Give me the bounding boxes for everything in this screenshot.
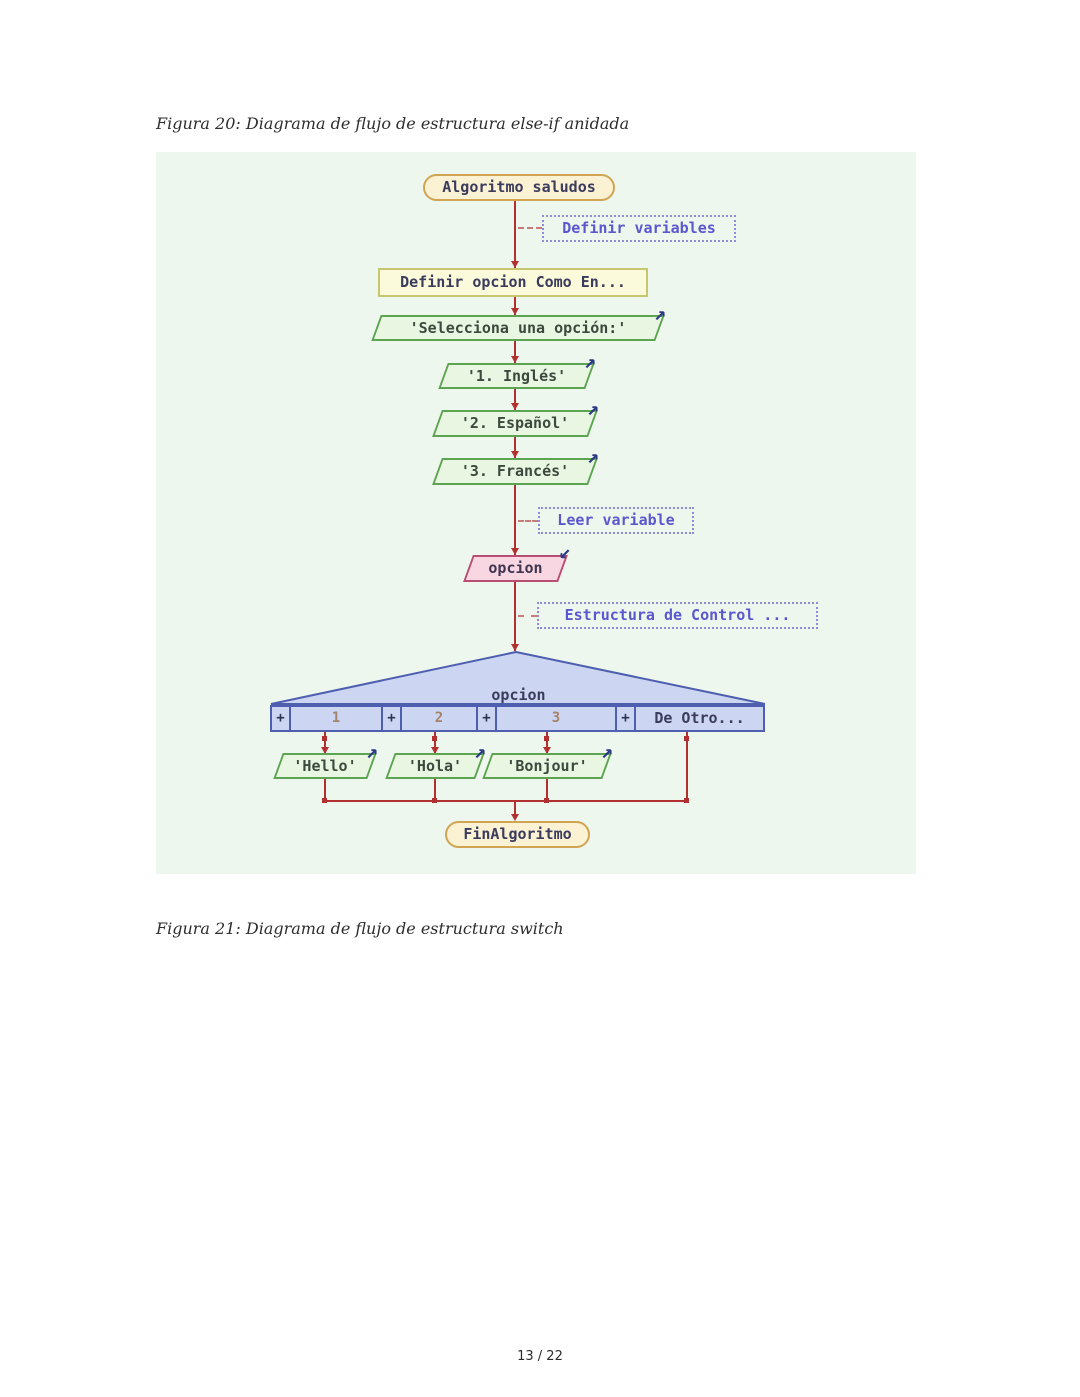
case-cell-1: 1 bbox=[289, 705, 383, 732]
switch-triangle bbox=[270, 650, 766, 705]
case-cell-3: 3 bbox=[495, 705, 617, 732]
end-node: FinAlgoritmo bbox=[445, 821, 590, 848]
comment-connector bbox=[518, 227, 542, 229]
arrow-down-icon bbox=[511, 548, 519, 555]
case-cell-default: De Otro... bbox=[634, 705, 765, 732]
input-arrow-icon: ↙ bbox=[558, 539, 571, 563]
flow-line bbox=[546, 779, 548, 802]
output-option2-node: '2. Español' ↗ bbox=[432, 398, 599, 437]
flow-line bbox=[686, 732, 688, 802]
arrow-down-icon bbox=[511, 403, 519, 410]
arrow-down-icon bbox=[511, 261, 519, 268]
start-node: Algoritmo saludos bbox=[423, 174, 615, 201]
output-option3-node: '3. Francés' ↗ bbox=[432, 446, 599, 485]
output-bonjour-node: 'Bonjour' ↗ bbox=[482, 741, 613, 779]
junction-dot bbox=[432, 798, 437, 803]
arrow-down-icon bbox=[321, 747, 329, 754]
merge-line bbox=[324, 800, 688, 802]
switch-case-row: + 1 + 2 + 3 + De Otro... bbox=[270, 705, 765, 732]
switch-selector-label: opcion bbox=[491, 686, 546, 704]
case-cell-2: 2 bbox=[400, 705, 478, 732]
output-hola-label: 'Hola' bbox=[407, 757, 463, 775]
junction-dot bbox=[544, 798, 549, 803]
read-node: opcion ↙ bbox=[463, 541, 571, 582]
define-node: Definir opcion Como En... bbox=[378, 268, 648, 297]
arrow-down-icon bbox=[511, 308, 519, 315]
output-bonjour-label: 'Bonjour' bbox=[506, 757, 588, 775]
figure-21-caption: Figura 21: Diagrama de flujo de estructu… bbox=[156, 919, 564, 938]
page-number: 13 / 22 bbox=[517, 1349, 563, 1364]
figure-20-caption: Figura 20: Diagrama de flujo de estructu… bbox=[156, 114, 630, 133]
comment-estructura-control: Estructura de Control ... bbox=[537, 602, 818, 629]
flow-line bbox=[434, 732, 436, 753]
output-option2-label: '2. Español' bbox=[460, 414, 570, 432]
output-arrow-icon: ↗ bbox=[600, 739, 613, 763]
comment-definir-variables: Definir variables bbox=[542, 215, 736, 242]
output-arrow-icon: ↗ bbox=[473, 739, 486, 763]
output-arrow-icon: ↗ bbox=[653, 301, 666, 325]
output-arrow-icon: ↗ bbox=[365, 739, 378, 763]
output-arrow-icon: ↗ bbox=[586, 396, 599, 420]
comment-leer-variable: Leer variable bbox=[538, 507, 694, 534]
junction-dot bbox=[432, 736, 437, 741]
arrow-down-icon bbox=[431, 747, 439, 754]
arrow-down-icon bbox=[511, 814, 519, 821]
output-option1-label: '1. Inglés' bbox=[466, 367, 567, 385]
comment-connector bbox=[518, 520, 538, 522]
output-option1-node: '1. Inglés' ↗ bbox=[438, 351, 596, 389]
output-hello-label: 'Hello' bbox=[293, 757, 357, 775]
flow-line bbox=[514, 800, 516, 818]
plus-icon: + bbox=[615, 705, 636, 732]
flow-line bbox=[324, 779, 326, 802]
output-arrow-icon: ↗ bbox=[586, 444, 599, 468]
plus-icon: + bbox=[476, 705, 497, 732]
read-node-label: opcion bbox=[488, 559, 543, 577]
plus-icon: + bbox=[270, 705, 291, 732]
output-select-label: 'Selecciona una opción:' bbox=[409, 319, 627, 337]
arrow-down-icon bbox=[543, 747, 551, 754]
switch-node: opcion bbox=[270, 650, 767, 705]
arrow-down-icon bbox=[511, 356, 519, 363]
output-select-node: 'Selecciona una opción:' ↗ bbox=[371, 303, 666, 341]
flow-line bbox=[434, 779, 436, 802]
junction-dot bbox=[322, 798, 327, 803]
junction-dot bbox=[322, 736, 327, 741]
output-hello-node: 'Hello' ↗ bbox=[273, 741, 378, 779]
flow-line bbox=[324, 732, 326, 753]
output-arrow-icon: ↗ bbox=[583, 349, 596, 373]
arrow-down-icon bbox=[511, 451, 519, 458]
flow-line bbox=[546, 732, 548, 753]
comment-connector bbox=[518, 615, 537, 617]
arrow-down-icon bbox=[511, 644, 519, 651]
junction-dot bbox=[544, 736, 549, 741]
output-hola-node: 'Hola' ↗ bbox=[385, 741, 486, 779]
junction-dot bbox=[684, 798, 689, 803]
plus-icon: + bbox=[381, 705, 402, 732]
junction-dot bbox=[684, 736, 689, 741]
output-option3-label: '3. Francés' bbox=[460, 462, 570, 480]
flowchart-image: Algoritmo saludos Definir variables Defi… bbox=[156, 152, 916, 874]
